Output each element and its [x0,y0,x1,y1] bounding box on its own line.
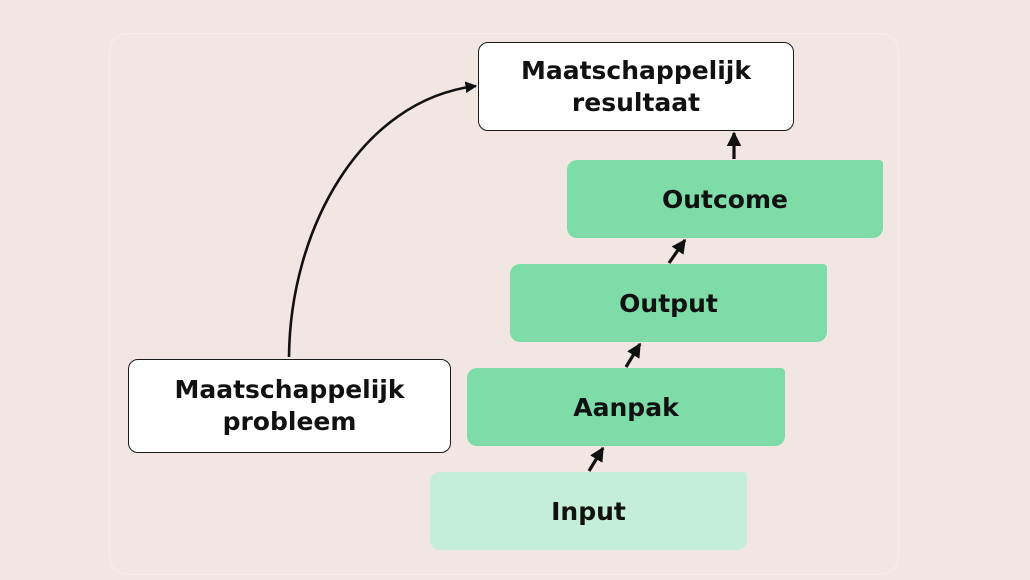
step-aanpak-label: Aanpak [573,392,679,422]
step-outcome: Outcome [567,160,883,238]
problem-to-result-arrow [287,81,478,358]
aanpak-to-output-arrow [624,342,642,368]
result-label: Maatschappelijk resultaat [520,55,752,117]
step-input-label: Input [551,496,626,526]
problem-box: Maatschappelijk probleem [128,359,451,453]
result-box: Maatschappelijk resultaat [478,42,794,131]
step-outcome-label: Outcome [661,184,788,214]
input-to-aanpak-arrow [587,446,605,472]
step-output: Output [510,264,827,342]
step-aanpak: Aanpak [467,368,785,446]
output-to-outcome-arrow [667,238,687,264]
step-input: Input [430,472,747,550]
problem-label: Maatschappelijk probleem [174,375,405,436]
step-output-label: Output [619,288,718,318]
